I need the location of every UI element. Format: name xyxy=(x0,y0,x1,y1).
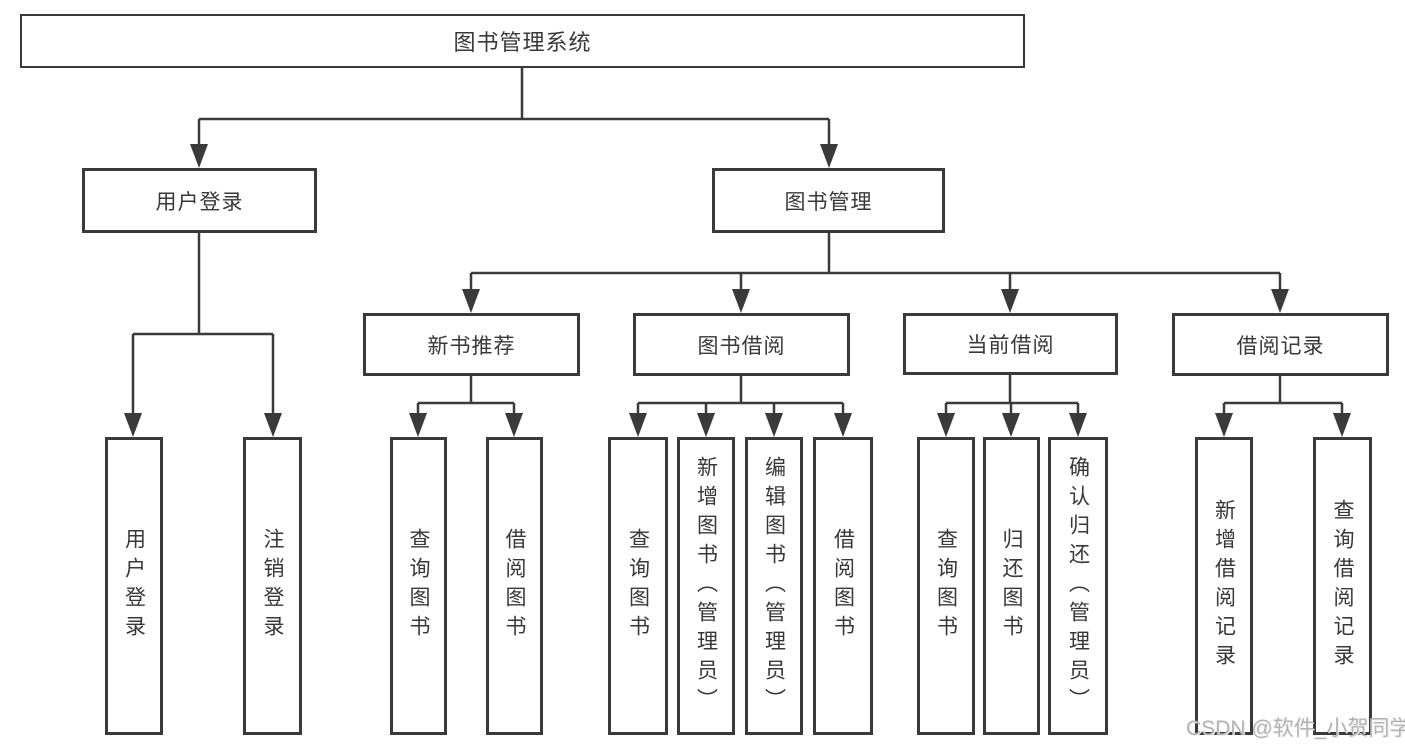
node-label: 新书推荐 xyxy=(427,334,516,358)
node-book-borrowing: 图书借阅 xyxy=(633,313,850,376)
leaf-logout: 注销登录 xyxy=(243,437,302,735)
node-label: 编辑图书（管理员） xyxy=(762,455,786,717)
node-label: 查询借阅记录 xyxy=(1331,499,1354,673)
node-label: 查询图书 xyxy=(626,528,650,644)
node-label: 查询图书 xyxy=(407,528,430,644)
node-book-management: 图书管理 xyxy=(712,168,945,233)
watermark: CSDN @软件_小贺同学 xyxy=(1186,717,1405,740)
node-label: 图书借阅 xyxy=(697,334,786,358)
node-borrowing-records: 借阅记录 xyxy=(1172,313,1389,376)
node-label: 新增图书（管理员） xyxy=(694,455,718,717)
node-label: 用户登录 xyxy=(122,528,146,644)
leaf-add-book-admin: 新增图书（管理员） xyxy=(677,437,735,735)
leaf-borrow-books-recommend: 借阅图书 xyxy=(486,437,543,735)
node-library-management-system: 图书管理系统 xyxy=(20,14,1025,68)
node-label: 借阅图书 xyxy=(503,528,526,644)
node-label: 注销登录 xyxy=(261,528,284,644)
node-label: 新增借阅记录 xyxy=(1212,499,1236,673)
node-label: 图书管理 xyxy=(784,190,873,214)
node-label: 确认归还（管理员） xyxy=(1066,455,1090,717)
node-label: 归还图书 xyxy=(1000,528,1023,644)
node-new-book-recommend: 新书推荐 xyxy=(363,313,580,376)
node-current-borrowing: 当前借阅 xyxy=(903,313,1118,375)
leaf-query-books-borrowing: 查询图书 xyxy=(608,437,668,735)
node-label: 用户登录 xyxy=(155,190,244,214)
leaf-return-book: 归还图书 xyxy=(983,437,1040,735)
node-label: 借阅记录 xyxy=(1236,334,1325,358)
node-label: 借阅图书 xyxy=(831,528,855,644)
node-user-login: 用户登录 xyxy=(82,168,317,233)
leaf-query-borrow-record: 查询借阅记录 xyxy=(1313,437,1372,735)
node-label: 图书管理系统 xyxy=(453,30,592,55)
leaf-query-books-current: 查询图书 xyxy=(917,437,975,735)
leaf-add-borrow-record: 新增借阅记录 xyxy=(1195,437,1253,735)
leaf-confirm-return-admin: 确认归还（管理员） xyxy=(1048,437,1108,735)
leaf-user-login: 用户登录 xyxy=(105,437,163,735)
node-label: 当前借阅 xyxy=(966,334,1055,357)
leaf-query-books-recommend: 查询图书 xyxy=(390,437,447,735)
leaf-borrow-books-borrowing: 借阅图书 xyxy=(813,437,873,735)
leaf-edit-book-admin: 编辑图书（管理员） xyxy=(745,437,803,735)
node-label: 查询图书 xyxy=(934,528,958,644)
